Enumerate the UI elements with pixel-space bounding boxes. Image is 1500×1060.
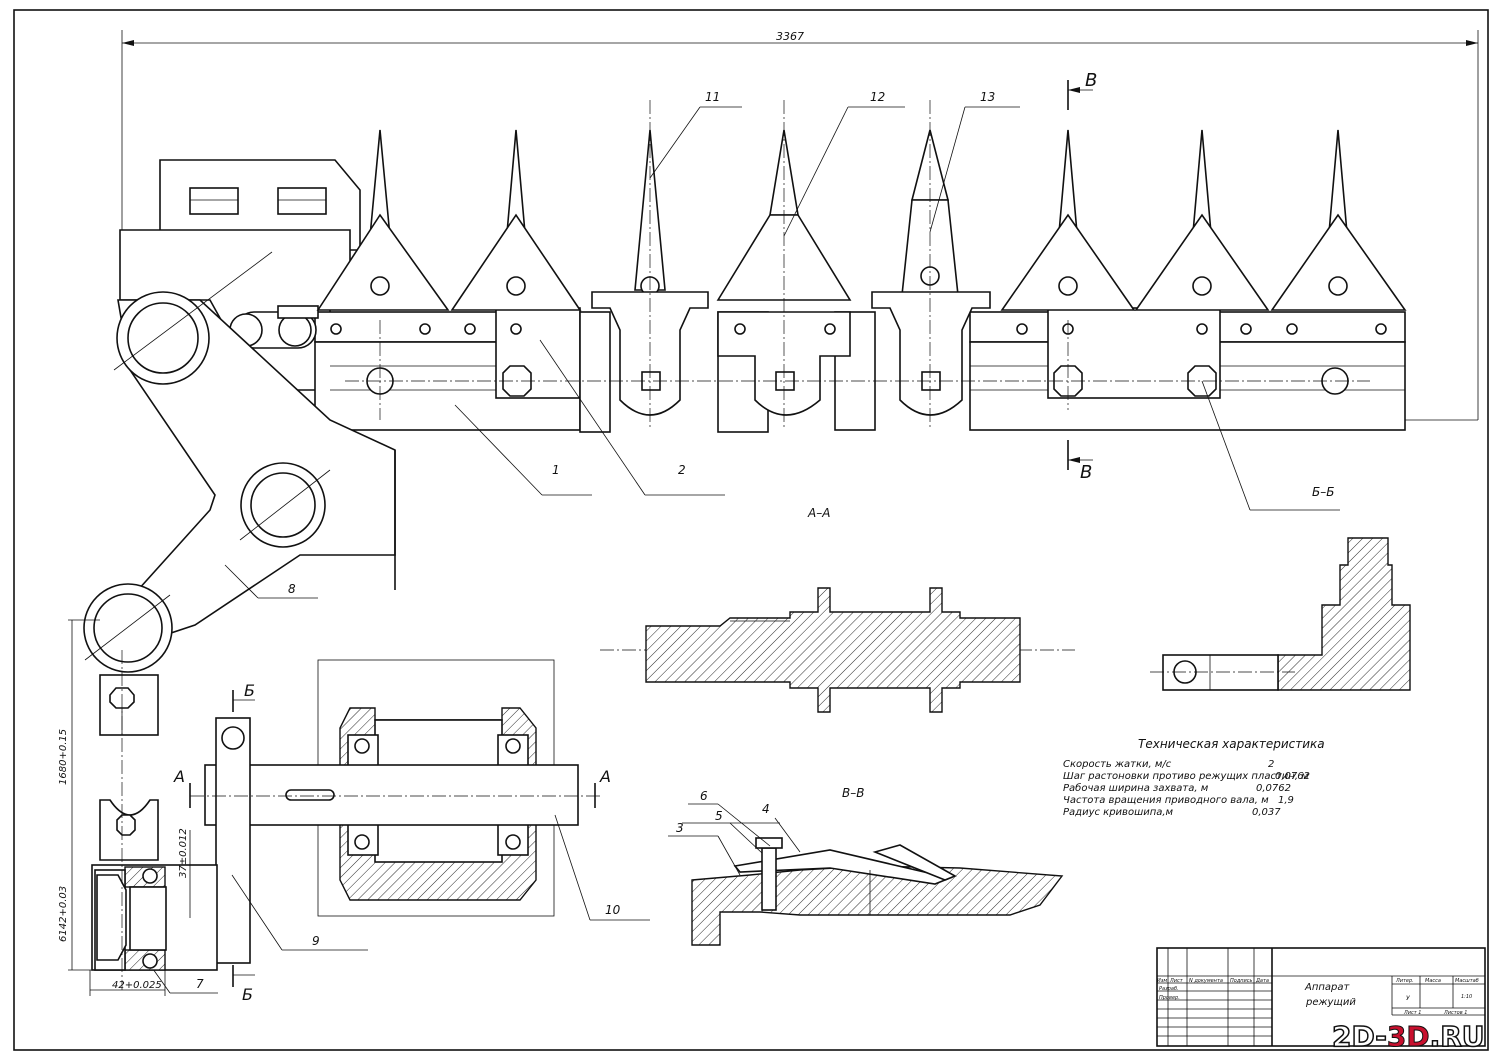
tb-col-izm: Изм bbox=[1157, 978, 1167, 984]
dimension-1680: 1680+0.15 bbox=[58, 729, 69, 785]
dimension-6142: 6142+0.03 bbox=[58, 886, 69, 942]
tb-row-prover: Провер. bbox=[1159, 995, 1180, 1001]
tech-spec-label-3: Частота вращения приводного вала, м bbox=[1063, 795, 1269, 806]
tb-sheet: Лист 1 bbox=[1403, 1010, 1421, 1016]
section-mark-b-bottom: Б bbox=[242, 985, 253, 1004]
overall-dimension: 3367 bbox=[121, 30, 1479, 421]
tb-row-razrab: Разраб. bbox=[1159, 986, 1179, 992]
tb-col-date: Дата bbox=[1255, 978, 1269, 984]
dimension-42: 42+0.025 bbox=[112, 980, 162, 991]
part-number-5: 5 bbox=[715, 809, 723, 823]
knife-sections bbox=[316, 129, 1407, 311]
gearbox-section: А А Б Б bbox=[173, 659, 611, 1004]
tech-spec-label-1: Шаг растоновки противо режущих пластин, … bbox=[1063, 771, 1309, 782]
part-number-4: 4 bbox=[762, 802, 770, 816]
view-label-bb: Б–Б bbox=[1312, 485, 1334, 499]
part-number-10: 10 bbox=[605, 903, 621, 917]
title-block: Изм Лист N документа Подпись Дата Разраб… bbox=[1156, 947, 1486, 1047]
part-number-6: 6 bbox=[700, 789, 708, 803]
tb-col-sign: Подпись bbox=[1230, 978, 1253, 984]
tb-col-doc: N документа bbox=[1189, 978, 1223, 984]
part-leaders-vv: 3 5 6 4 bbox=[668, 789, 801, 876]
tech-spec-value-2: 0,0762 bbox=[1256, 783, 1291, 794]
tb-scale-value: 1:10 bbox=[1461, 994, 1472, 1000]
tb-sheets: Листов 1 bbox=[1443, 1010, 1467, 1016]
tb-name-line1: Аппарат bbox=[1304, 982, 1351, 993]
tech-spec-label-4: Радиус кривошипа,м bbox=[1063, 807, 1174, 818]
view-label-aa: А–А bbox=[807, 506, 830, 520]
section-mark-v-bottom: В bbox=[1080, 462, 1092, 483]
crank-side-details: 1680+0.15 6142+0.03 37±0.012 42+0.025 bbox=[58, 619, 218, 996]
overall-dimension-text: 3367 bbox=[776, 30, 804, 43]
part-leaders-middle: 10 9 7 bbox=[147, 814, 650, 994]
tb-lit-label: Литер. bbox=[1395, 978, 1414, 984]
tb-col-list: Лист bbox=[1169, 978, 1184, 984]
part-number-1: 1 bbox=[552, 463, 560, 477]
tech-spec-value-0: 2 bbox=[1268, 759, 1274, 770]
tech-spec-value-4: 0,037 bbox=[1252, 807, 1281, 818]
tech-spec-label-0: Скорость жатки, м/с bbox=[1063, 759, 1172, 770]
tech-spec-value-1: 0,0762 bbox=[1275, 771, 1310, 782]
tb-name-line2: режущий bbox=[1305, 997, 1356, 1008]
part-leaders-top: 11 12 13 1 2 Б–Б 8 А–А bbox=[224, 90, 1340, 599]
tech-spec-label-2: Рабочая ширина захвата, м bbox=[1063, 782, 1209, 794]
part-number-7: 7 bbox=[196, 977, 204, 991]
bracket-section bbox=[1150, 537, 1411, 691]
part-number-11: 11 bbox=[705, 90, 720, 104]
part-number-12: 12 bbox=[870, 90, 885, 104]
part-number-2: 2 bbox=[678, 463, 686, 477]
tech-spec: Техническая характеристика Скорость жатк… bbox=[1063, 737, 1325, 818]
part-number-8: 8 bbox=[288, 582, 296, 596]
part-number-9: 9 bbox=[312, 934, 320, 948]
tb-lit-value: У bbox=[1406, 995, 1410, 1002]
shaft-section bbox=[600, 587, 1075, 713]
watermark-logo: 2D-3D.RU bbox=[1331, 1019, 1485, 1054]
tech-spec-title: Техническая характеристика bbox=[1138, 737, 1325, 751]
view-label-vv: В–В bbox=[842, 786, 864, 800]
section-mark-a-left: А bbox=[173, 767, 185, 786]
sheet-frame bbox=[13, 9, 1489, 1051]
tb-scale-label: Масштаб bbox=[1455, 978, 1479, 984]
cross-section-vv: В–В bbox=[682, 786, 1064, 946]
section-mark-b-top: Б bbox=[244, 681, 255, 700]
section-mark-a-right: А bbox=[599, 767, 611, 786]
part-number-3: 3 bbox=[676, 821, 684, 835]
section-mark-v-top: В bbox=[1085, 70, 1097, 91]
tech-spec-value-3: 1,9 bbox=[1278, 795, 1294, 806]
cutter-bar-main-view: В В bbox=[83, 70, 1407, 673]
part-number-13: 13 bbox=[980, 90, 995, 104]
tb-mass-label: Масса bbox=[1425, 978, 1441, 984]
dimension-37: 37±0.012 bbox=[178, 828, 189, 878]
